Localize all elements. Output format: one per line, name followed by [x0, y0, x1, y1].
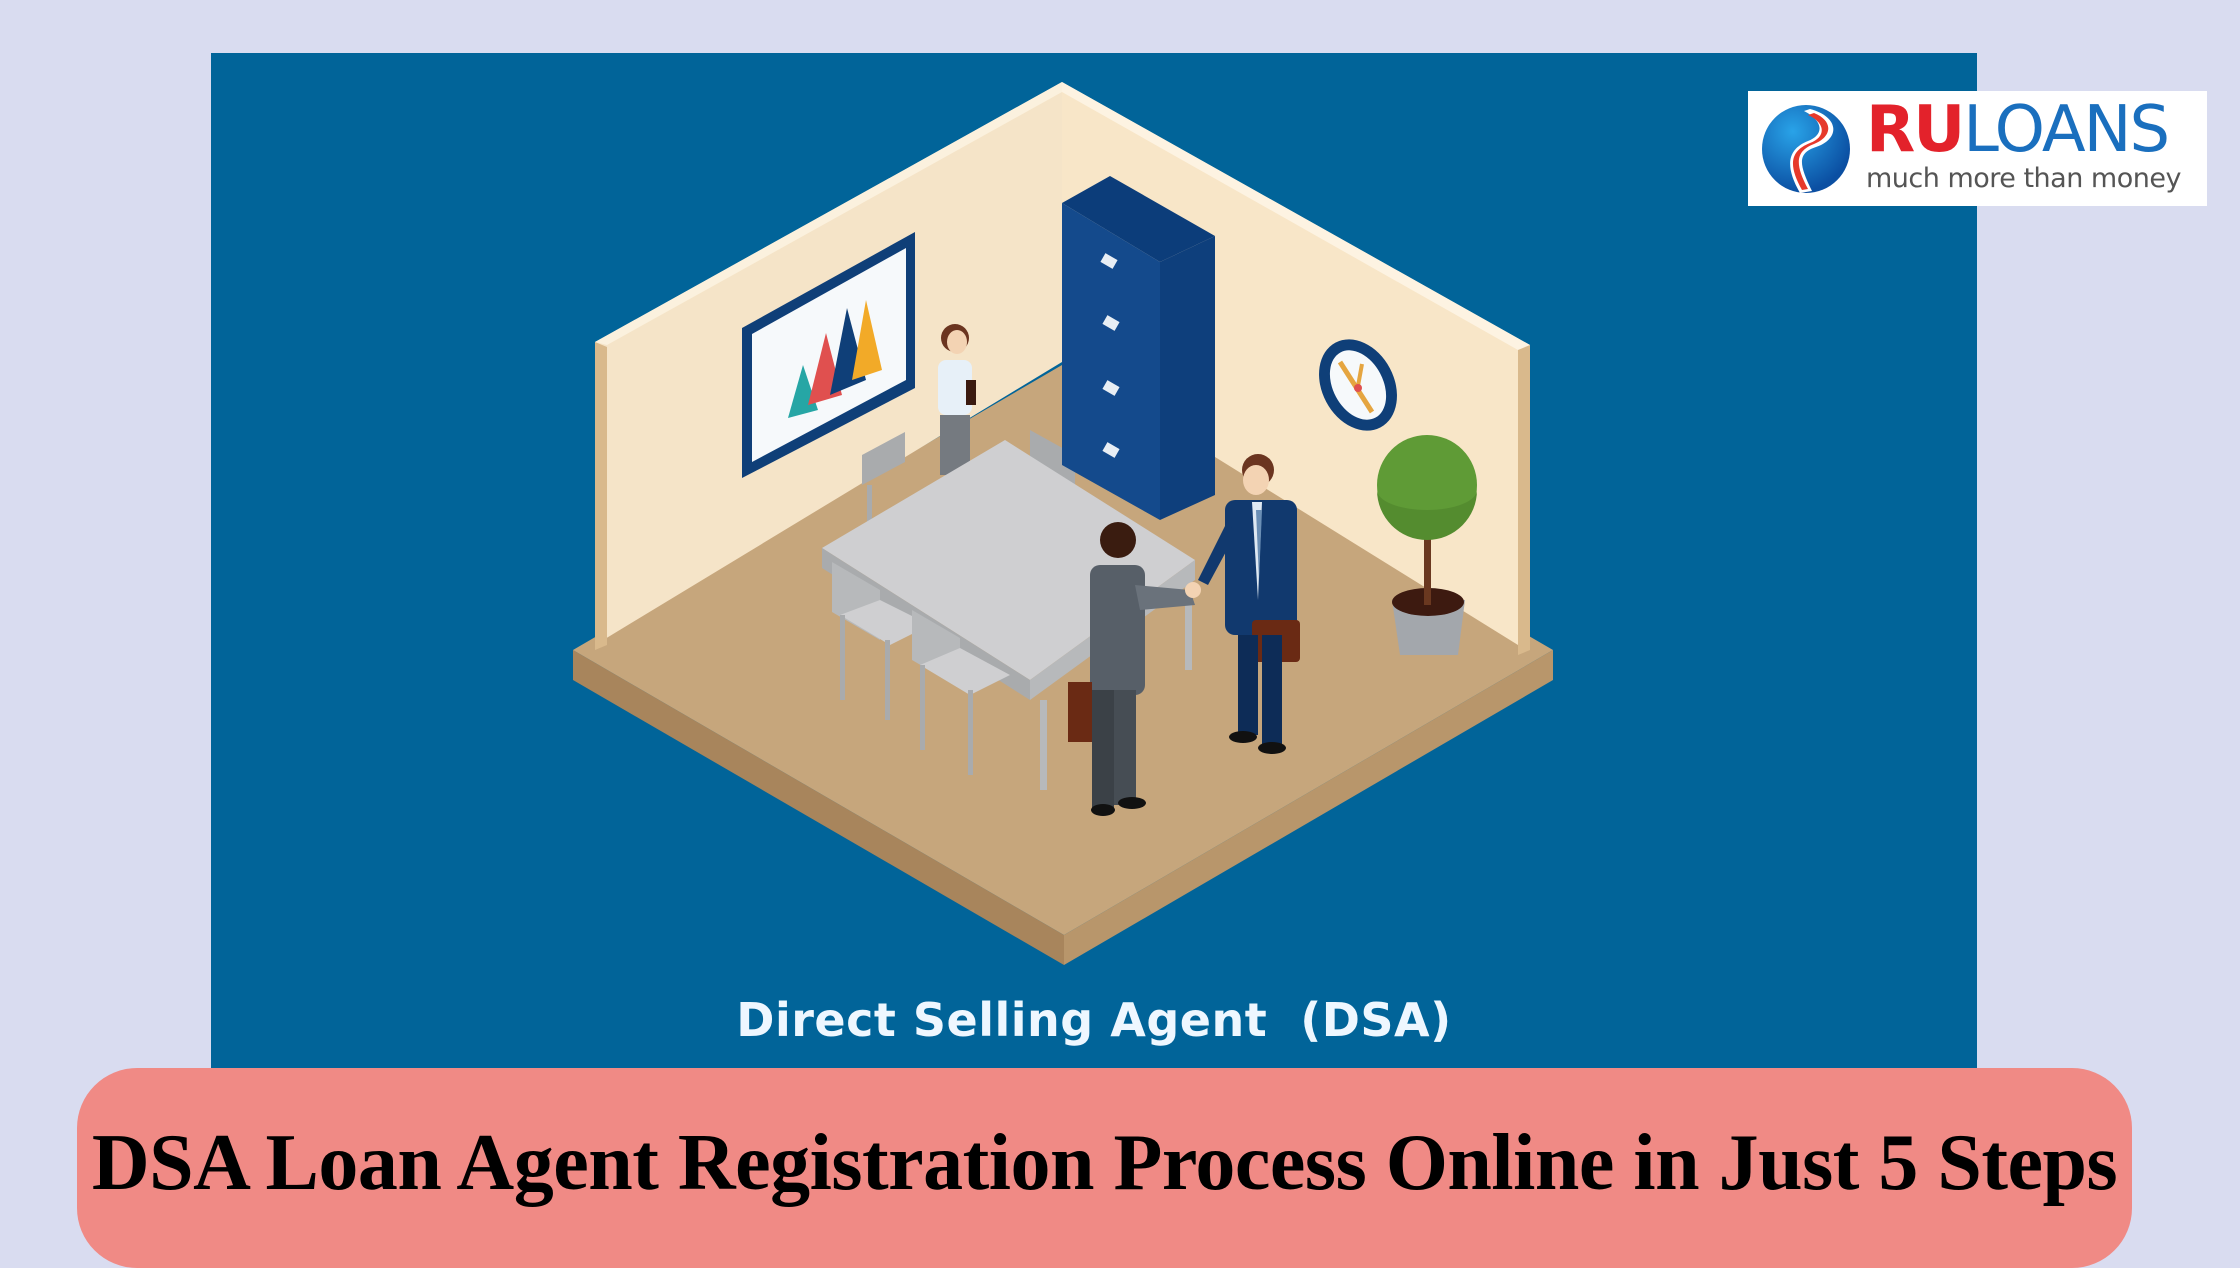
- wall-chart-icon: [742, 232, 915, 478]
- filing-cabinet-icon: [1062, 176, 1215, 520]
- hero-image: Direct Selling Agent (DSA): [211, 53, 1977, 1068]
- logo-wordmark: RULOANS: [1866, 93, 2170, 167]
- logo-brand-ru: RU: [1866, 93, 1965, 167]
- ruloans-logo[interactable]: RULOANS much more than money: [1748, 91, 2207, 206]
- title-banner: DSA Loan Agent Registration Process Onli…: [77, 1068, 2132, 1268]
- hero-caption: Direct Selling Agent (DSA): [736, 993, 1452, 1047]
- potted-plant-icon: [1377, 435, 1477, 655]
- man-grey-suit-icon: [1068, 522, 1201, 816]
- logo-tagline: much more than money: [1866, 163, 2181, 194]
- logo-brand-loans: LOANS: [1963, 93, 2170, 167]
- office-illustration: [573, 82, 1553, 965]
- wall-clock-icon: [1319, 339, 1397, 431]
- ruloans-logo-icon: [1762, 105, 1850, 193]
- man-navy-suit-icon: [1198, 454, 1300, 754]
- banner-title: DSA Loan Agent Registration Process Onli…: [91, 1119, 2118, 1207]
